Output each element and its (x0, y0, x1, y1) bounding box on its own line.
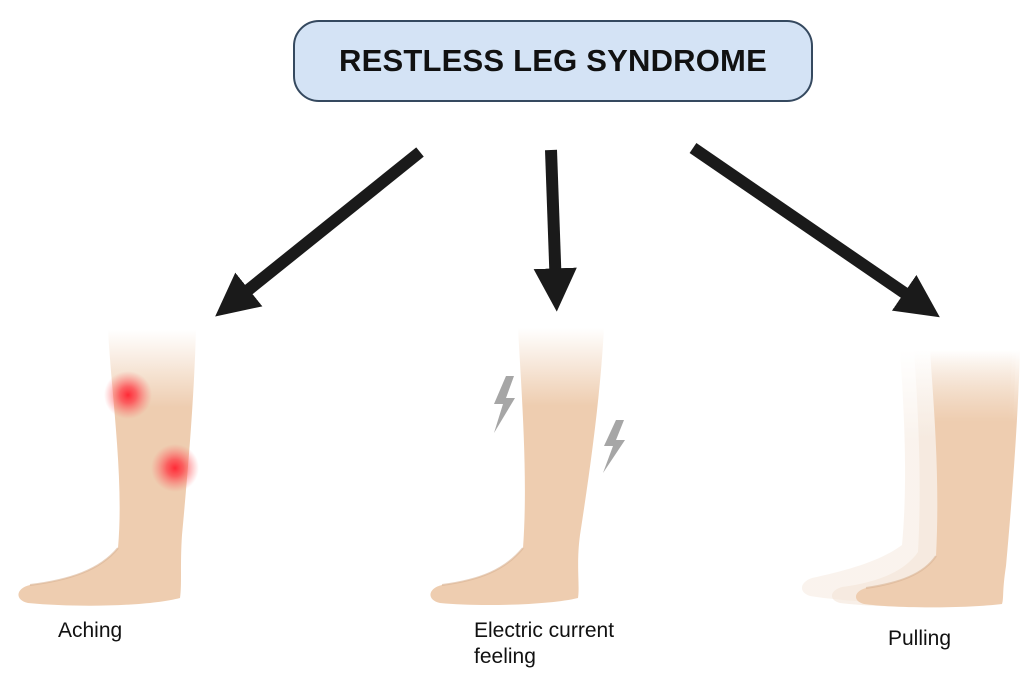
pain-spot-lower (151, 444, 199, 492)
title-box: RESTLESS LEG SYNDROME (293, 20, 813, 102)
arrow-to-pulling (689, 143, 940, 318)
diagram-title: RESTLESS LEG SYNDROME (339, 43, 767, 78)
arrow-to-electric (533, 149, 577, 312)
lightning-right-icon (603, 420, 625, 473)
electric-leg-icon (430, 328, 625, 606)
pulling-leg-icon (801, 350, 1020, 608)
label-aching: Aching (58, 619, 123, 642)
lightning-left-icon (494, 376, 515, 433)
aching-leg-icon (18, 330, 199, 606)
label-pulling: Pulling (888, 627, 952, 650)
label-electric-current: Electric current feeling (474, 619, 615, 668)
arrow-to-aching (215, 147, 424, 317)
pain-spot-upper (104, 371, 152, 419)
